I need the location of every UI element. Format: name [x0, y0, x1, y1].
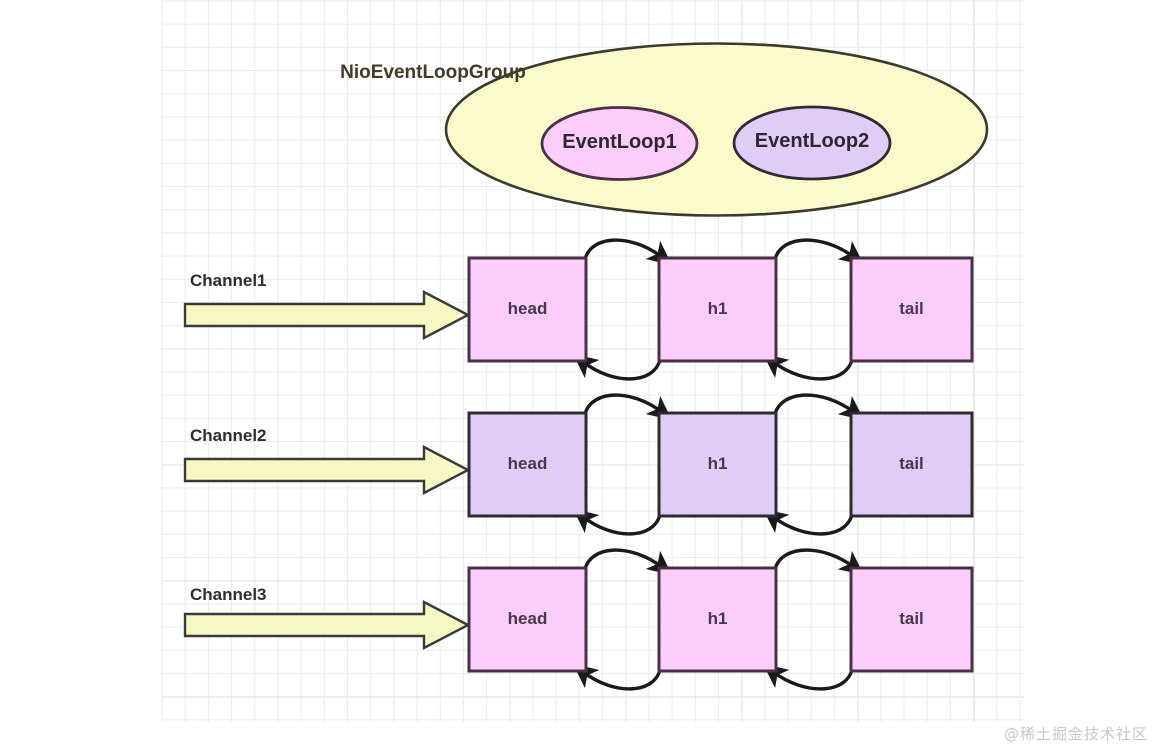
- nio-event-loop-group: [444, 42, 989, 217]
- channel-1-box-h1[interactable]: [657, 256, 778, 363]
- channel-3-box-tail-label: tail: [899, 608, 924, 628]
- channel-1-box-tail[interactable]: [849, 256, 974, 363]
- channel-2-label: Channel2: [190, 426, 267, 445]
- connector-backward-2: [762, 351, 855, 381]
- channel-2-box-tail[interactable]: [849, 411, 974, 518]
- channel-3-box-head-label: head: [507, 608, 548, 628]
- channel-3-box-h1[interactable]: [657, 566, 778, 673]
- event-loop-1-label: EventLoop1: [562, 130, 677, 153]
- channel-1-row: [183, 238, 974, 381]
- connector-forward-1: [582, 238, 673, 268]
- connector-forward-1: [582, 548, 673, 578]
- connector-forward-2: [772, 393, 865, 423]
- channel-2-box-h1-label: h1: [707, 453, 728, 473]
- connector-forward-1: [582, 393, 673, 423]
- connector-backward-1: [572, 351, 663, 381]
- channel-2-box-head[interactable]: [467, 411, 588, 518]
- connector-forward-2: [772, 238, 865, 268]
- event-loop-group-title: NioEventLoopGroup: [340, 62, 526, 83]
- channel-1-box-head[interactable]: [467, 256, 588, 363]
- event-loop-2-ellipse[interactable]: [732, 105, 892, 181]
- watermark: @稀土掘金技术社区: [1003, 725, 1148, 743]
- connector-backward-1: [572, 506, 663, 536]
- channel-1-box-head-label: head: [507, 298, 548, 318]
- channel-rows-layer: [183, 238, 974, 691]
- channel-3-inbound-arrow: [183, 600, 471, 650]
- connector-forward-2: [772, 548, 865, 578]
- channel-1-box-tail-label: tail: [899, 298, 924, 318]
- channel-1-inbound-arrow: [183, 290, 471, 340]
- connector-backward-1: [572, 661, 663, 691]
- event-loop-1-ellipse[interactable]: [540, 106, 699, 181]
- event-loop-2-label: EventLoop2: [754, 130, 870, 152]
- channel-2-row: [183, 393, 974, 536]
- channel-3-box-tail[interactable]: [849, 566, 974, 673]
- channel-2-box-h1[interactable]: [657, 411, 778, 518]
- connector-backward-2: [762, 506, 855, 536]
- channel-3-box-head[interactable]: [467, 566, 588, 673]
- channel-3-box-h1-label: h1: [707, 608, 728, 628]
- channel-3-label: Channel3: [190, 585, 267, 604]
- channel-3-row: [183, 548, 974, 691]
- channel-2-box-tail-label: tail: [899, 453, 924, 473]
- channel-1-box-h1-label: h1: [707, 298, 728, 318]
- event-loop-1[interactable]: [540, 106, 699, 181]
- channel-2-box-head-label: head: [507, 453, 548, 473]
- event-loop-2[interactable]: [732, 105, 892, 181]
- channel-1-label: Channel1: [190, 271, 267, 290]
- channel-2-inbound-arrow: [183, 445, 471, 495]
- connector-backward-2: [762, 661, 855, 691]
